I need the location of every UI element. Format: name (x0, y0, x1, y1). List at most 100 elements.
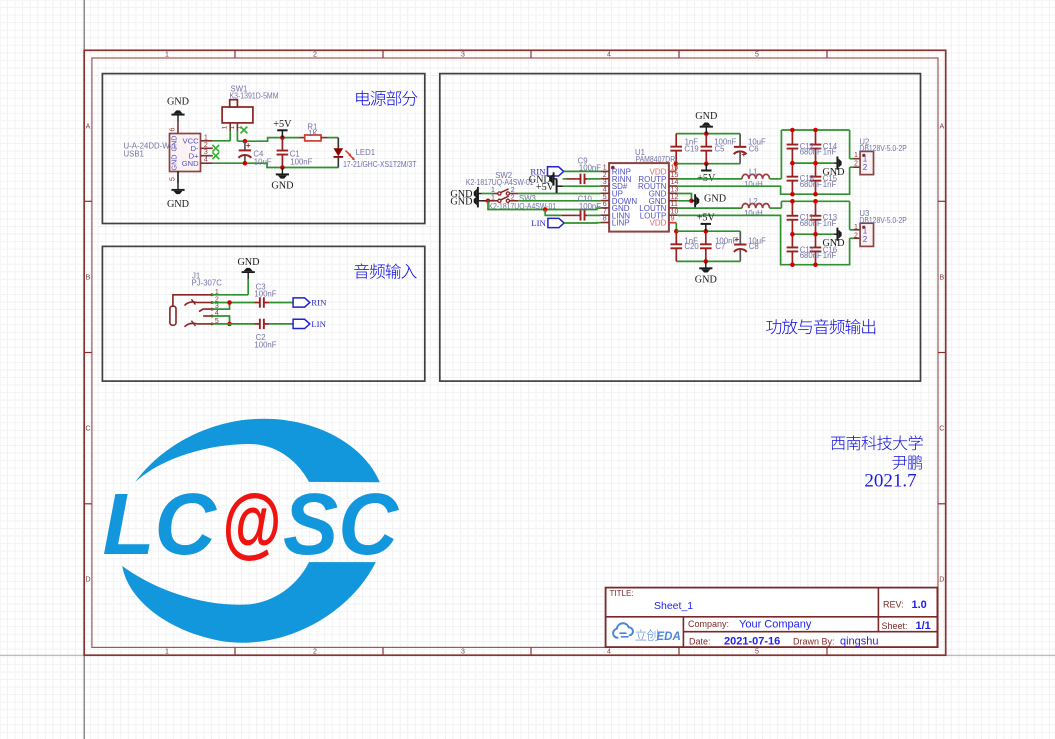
svg-text:C13: C13 (823, 213, 837, 222)
svg-text:2021-07-16: 2021-07-16 (724, 636, 780, 648)
svg-text:C15: C15 (823, 174, 838, 183)
svg-text:PAM8407DR: PAM8407DR (636, 155, 676, 164)
svg-text:1: 1 (229, 125, 236, 129)
svg-text:10uH: 10uH (744, 180, 763, 189)
svg-text:K2-1817UQ-A4SW-01: K2-1817UQ-A4SW-01 (488, 202, 556, 211)
svg-text:L2: L2 (749, 197, 758, 206)
svg-text:1K: 1K (308, 129, 318, 138)
svg-text:Drawn By:: Drawn By: (793, 636, 835, 646)
svg-text:10uF: 10uF (254, 157, 272, 166)
svg-text:B: B (939, 275, 944, 282)
svg-text:12: 12 (671, 194, 679, 201)
svg-text:K2-1817UQ-A4SW-01: K2-1817UQ-A4SW-01 (466, 178, 534, 187)
svg-text:LIN: LIN (531, 218, 546, 228)
svg-text:VDD: VDD (650, 219, 667, 228)
svg-text:C16: C16 (823, 245, 837, 254)
svg-text:PJ-307C: PJ-307C (192, 279, 223, 288)
svg-text:UP: UP (612, 190, 623, 199)
svg-text:2: 2 (854, 232, 858, 239)
svg-text:8: 8 (603, 216, 607, 223)
svg-text:3: 3 (204, 149, 208, 156)
svg-text:2: 2 (313, 51, 317, 58)
svg-text:C9: C9 (578, 156, 588, 165)
svg-text:10uH: 10uH (744, 209, 763, 218)
svg-text:C8: C8 (749, 242, 759, 251)
svg-text:LC: LC (103, 476, 218, 573)
svg-text:+5V: +5V (536, 182, 555, 193)
svg-text:680nF: 680nF (800, 219, 822, 228)
svg-text:100nF: 100nF (579, 202, 601, 211)
svg-text:5: 5 (755, 649, 759, 656)
svg-text:1: 1 (854, 152, 858, 159)
svg-text:1: 1 (236, 125, 243, 129)
svg-text:GND: GND (529, 174, 551, 185)
svg-text:J1: J1 (192, 271, 200, 280)
svg-text:K3-1391D-5MM: K3-1391D-5MM (230, 92, 279, 101)
svg-text:+5V: +5V (273, 119, 292, 130)
svg-text:680nF: 680nF (800, 148, 822, 157)
svg-text:C1: C1 (290, 150, 300, 159)
svg-text:1: 1 (863, 226, 868, 235)
svg-text:U1: U1 (635, 148, 645, 157)
svg-text:C20: C20 (684, 242, 699, 251)
svg-text:1/1: 1/1 (916, 620, 931, 632)
svg-text:100nF: 100nF (715, 237, 737, 246)
svg-text:1nF: 1nF (823, 251, 837, 260)
svg-text:USB1: USB1 (124, 149, 144, 158)
svg-text:4: 4 (607, 51, 611, 58)
svg-text:1: 1 (603, 165, 607, 172)
svg-text:15: 15 (671, 172, 679, 179)
svg-text:3: 3 (461, 51, 465, 58)
svg-text:LED1: LED1 (356, 148, 376, 157)
svg-text:D: D (939, 577, 944, 584)
svg-text:EDA: EDA (657, 631, 681, 643)
svg-text:GND: GND (649, 197, 667, 206)
svg-text:VDD: VDD (650, 168, 667, 177)
svg-text:10: 10 (671, 208, 679, 215)
svg-text:2: 2 (603, 172, 607, 179)
svg-text:SD#: SD# (612, 182, 628, 191)
svg-text:L1: L1 (749, 168, 758, 177)
svg-text:C14: C14 (823, 142, 838, 151)
svg-text:4: 4 (204, 157, 208, 164)
svg-text:13: 13 (671, 187, 679, 194)
svg-text:1nF: 1nF (685, 138, 699, 147)
svg-text:2: 2 (313, 649, 317, 656)
svg-text:DB128V-5.0-2P: DB128V-5.0-2P (859, 216, 906, 225)
svg-text:6: 6 (603, 201, 607, 208)
svg-text:100nF: 100nF (290, 157, 312, 166)
svg-text:C12: C12 (800, 142, 814, 151)
svg-text:3: 3 (461, 649, 465, 656)
svg-text:DB128V-5.0-2P: DB128V-5.0-2P (859, 144, 906, 153)
svg-text:GND: GND (822, 167, 844, 178)
svg-text:C10: C10 (578, 195, 593, 204)
svg-text:DOWN: DOWN (612, 197, 638, 206)
svg-text:B: B (86, 275, 91, 282)
svg-text:1: 1 (491, 187, 495, 194)
svg-text:C: C (85, 426, 90, 433)
svg-text:2: 2 (511, 187, 515, 194)
svg-text:+5V: +5V (697, 213, 716, 224)
svg-text:LOUTP: LOUTP (640, 211, 667, 220)
svg-text:17-21/GHC-XS1T2M/3T: 17-21/GHC-XS1T2M/3T (343, 160, 416, 169)
svg-text:1: 1 (491, 194, 495, 201)
svg-text:C3: C3 (256, 282, 266, 291)
svg-text:ROUTP: ROUTP (638, 175, 666, 184)
svg-text:2: 2 (204, 142, 208, 149)
svg-text:4: 4 (607, 649, 611, 656)
svg-text:4: 4 (215, 310, 219, 317)
svg-text:1: 1 (165, 51, 169, 58)
svg-text:C7: C7 (715, 242, 725, 251)
svg-text:+: + (246, 141, 251, 150)
svg-text:1: 1 (215, 289, 219, 296)
svg-text:100nF: 100nF (579, 164, 601, 173)
svg-text:Sheet_1: Sheet_1 (654, 600, 693, 612)
svg-text:5: 5 (603, 194, 607, 201)
svg-text:Sheet:: Sheet: (882, 621, 908, 631)
svg-text:GND: GND (695, 111, 717, 122)
svg-text:GND: GND (271, 181, 293, 192)
svg-text:3: 3 (603, 179, 607, 186)
svg-text:680nF: 680nF (800, 251, 822, 260)
svg-text:C5: C5 (715, 144, 726, 153)
svg-text:GND: GND (649, 190, 667, 199)
